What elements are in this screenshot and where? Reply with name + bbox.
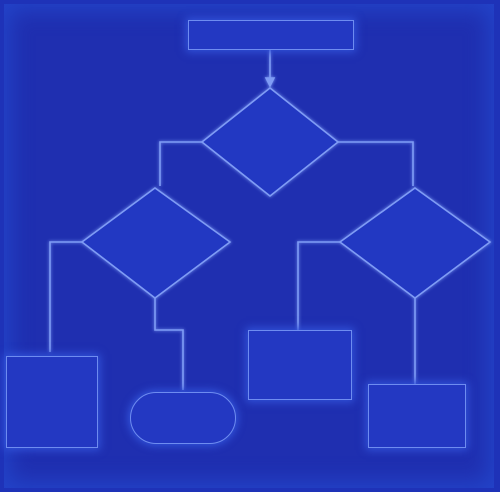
connector-right-to-centerright — [297, 241, 340, 332]
decision-top-shape — [200, 86, 340, 198]
outcome-center-left-node — [130, 392, 236, 444]
connector-left-to-centerleft — [154, 298, 184, 390]
start-node — [188, 20, 354, 50]
decision-left-node — [92, 222, 220, 262]
decision-top-node — [214, 108, 326, 172]
outcome-center-right-node — [248, 330, 352, 400]
connector-left-to-farleft — [49, 241, 82, 352]
decision-right-node — [350, 222, 480, 262]
arrowhead — [264, 77, 276, 88]
connector-top-to-left — [159, 141, 202, 186]
connector-top-to-right — [338, 141, 414, 186]
outcome-far-left-node — [6, 356, 98, 448]
outcome-far-right-node — [368, 384, 466, 448]
